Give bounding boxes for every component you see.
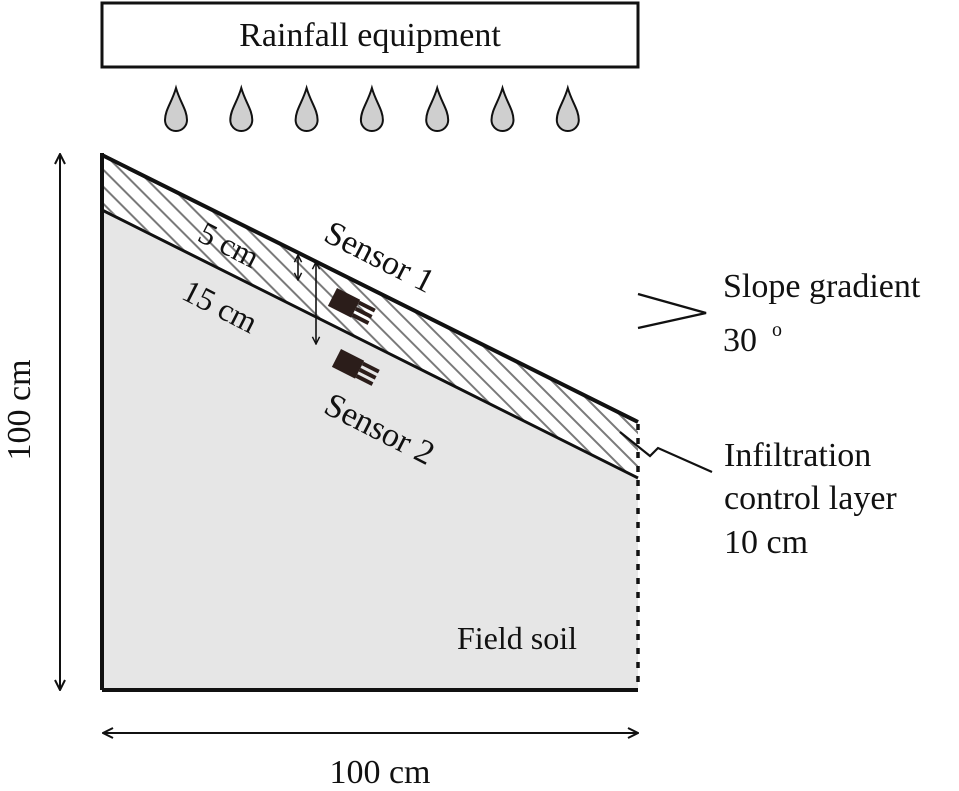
rain-drops: [163, 84, 580, 132]
rain-drop-icon: [359, 84, 384, 132]
infiltration-leader-line: [619, 431, 713, 474]
rainfall-equipment-box: [100, 1, 640, 69]
slope-gradient-value: 30: [723, 322, 757, 359]
rainfall-equipment-label: Rainfall equipment: [239, 17, 501, 54]
height-dimension-label: 100 cm: [1, 359, 38, 460]
slope-angle-symbol: [637, 292, 707, 330]
field-soil-body: [102, 208, 638, 690]
infiltration-label-line2: control layer: [724, 480, 897, 517]
sensor-1-icon: [327, 288, 376, 325]
sensor-2-icon: [331, 349, 380, 386]
infiltration-label-line1: Infiltration: [724, 437, 871, 474]
layer-boundary-line: [101, 208, 639, 480]
rain-drop-icon: [425, 84, 450, 132]
slope-degree-mark: o: [772, 319, 782, 341]
slope-surface-line: [101, 153, 639, 424]
rainfall-equipment: Rainfall equipment: [100, 1, 640, 69]
slope-gradient-label: Slope gradient: [723, 268, 921, 305]
rain-drop-icon: [555, 84, 580, 132]
rain-drop-icon: [490, 84, 515, 132]
infiltration-label-line3: 10 cm: [724, 524, 808, 561]
rain-drop-icon: [229, 84, 254, 132]
rain-drop-icon: [163, 84, 189, 132]
rain-drop-icon: [294, 84, 319, 132]
field-soil-label: Field soil: [457, 620, 577, 656]
width-dimension-label: 100 cm: [329, 754, 430, 791]
